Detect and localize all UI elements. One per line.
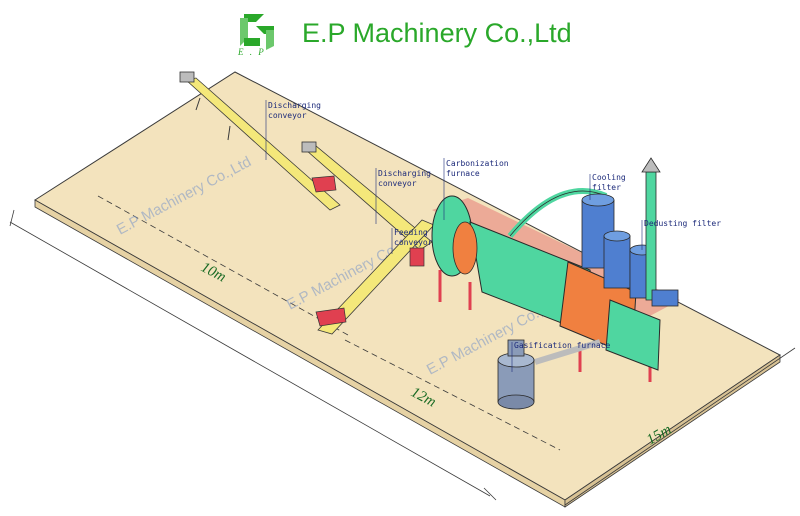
callout-labels: Discharging conveyor Discharging conveyo… bbox=[265, 100, 721, 372]
label-discharging-conveyor-1-line1: Discharging bbox=[268, 101, 321, 110]
label-gasification-furnace: Gasification furnace bbox=[514, 341, 611, 350]
label-cooling-filter-line1: Cooling bbox=[592, 173, 626, 182]
cooling-filter bbox=[507, 188, 655, 299]
label-cooling-filter-line2: filter bbox=[592, 183, 621, 192]
label-feeding-conveyor-line1: Feeding bbox=[394, 228, 428, 237]
label-discharging-conveyor-2-line2: conveyor bbox=[378, 179, 417, 188]
gasification-furnace bbox=[497, 339, 601, 410]
label-discharging-conveyor-1-line2: conveyor bbox=[268, 111, 307, 120]
discharging-conveyor-1 bbox=[179, 71, 341, 211]
ep-logo-icon bbox=[240, 14, 274, 50]
label-feeding-conveyor-line2: conveyor bbox=[394, 238, 433, 247]
header: E . P E.P Machinery Co.,Ltd bbox=[0, 0, 800, 62]
dimension-lines bbox=[9, 195, 796, 506]
dedusting-filter bbox=[641, 157, 679, 307]
logo-text: E . P bbox=[238, 47, 266, 57]
label-dedusting-filter: Dedusting filter bbox=[644, 219, 721, 228]
label-carbonization-furnace-line1: Carbonization bbox=[446, 159, 509, 168]
label-carbonization-furnace-line2: furnace bbox=[446, 169, 480, 178]
label-discharging-conveyor-2-line1: Discharging bbox=[378, 169, 431, 178]
company-title: E.P Machinery Co.,Ltd bbox=[302, 18, 572, 48]
